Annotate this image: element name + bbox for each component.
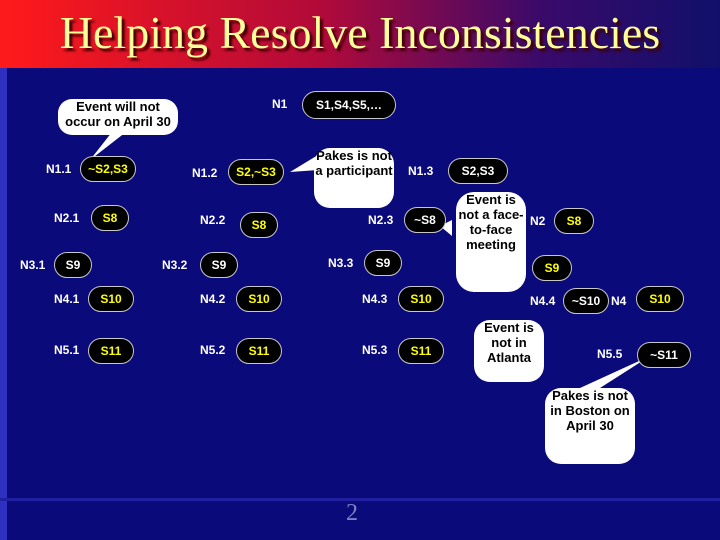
node-b4[interactable]: S10: [236, 286, 282, 312]
node-e4[interactable]: S10: [636, 286, 684, 312]
label-n2: N2: [530, 214, 546, 228]
node-b3[interactable]: S9: [200, 252, 238, 278]
label-n1-3: N1.3: [408, 164, 434, 178]
tail-pakes: [290, 155, 318, 172]
node-root[interactable]: S1,S4,S5,…: [302, 91, 396, 119]
label-n3-2: N3.2: [162, 258, 188, 272]
node-b1[interactable]: S2,~S3: [228, 159, 284, 185]
slide-title: Helping Resolve Inconsistencies: [59, 7, 661, 58]
callout-boston: Pakes is not in Boston on April 30: [545, 388, 635, 464]
label-n4-3: N4.3: [362, 292, 388, 306]
label-n1: N1: [272, 97, 288, 111]
label-n5-1: N5.1: [54, 343, 80, 357]
label-n4-2: N4.2: [200, 292, 226, 306]
label-n5-3: N5.3: [362, 343, 388, 357]
tail-april: [90, 132, 126, 160]
label-n1-2: N1.2: [192, 166, 218, 180]
bottom-divider: [0, 498, 720, 501]
callout-face-to-face: Event is not a face-to-face meeting: [456, 192, 526, 292]
label-n1-1: N1.1: [46, 162, 72, 176]
label-n2-2: N2.2: [200, 213, 226, 227]
label-n3-1: N3.1: [20, 258, 46, 272]
label-n5-5: N5.5: [597, 347, 623, 361]
node-b2[interactable]: S8: [240, 212, 278, 238]
node-c3[interactable]: S9: [364, 250, 402, 276]
node-a2[interactable]: S8: [91, 205, 129, 231]
node-d4[interactable]: ~S10: [563, 288, 609, 314]
callout-pakes-participant: Pakes is not a participant: [314, 148, 394, 208]
page-number: 2: [346, 500, 358, 526]
tail-face: [440, 220, 452, 236]
node-a4[interactable]: S10: [88, 286, 134, 312]
label-n4-4: N4.4: [530, 294, 556, 308]
node-a5[interactable]: S11: [88, 338, 134, 364]
left-accent-bar: [0, 68, 7, 540]
tail-boston: [580, 356, 650, 388]
label-n4-1: N4.1: [54, 292, 80, 306]
node-e5[interactable]: ~S11: [637, 342, 691, 368]
node-d3[interactable]: S9: [532, 255, 572, 281]
callout-atlanta: Event is not in Atlanta: [474, 320, 544, 382]
label-n5-2: N5.2: [200, 343, 226, 357]
node-a3[interactable]: S9: [54, 252, 92, 278]
label-n2-1: N2.1: [54, 211, 80, 225]
node-c2[interactable]: ~S8: [404, 207, 446, 233]
node-a1[interactable]: ~S2,S3: [80, 156, 136, 182]
callout-april: Event will not occur on April 30: [58, 99, 178, 135]
node-d2[interactable]: S8: [554, 208, 594, 234]
label-n3-3: N3.3: [328, 256, 354, 270]
node-c5[interactable]: S11: [398, 338, 444, 364]
node-c1[interactable]: S2,S3: [448, 158, 508, 184]
node-b5[interactable]: S11: [236, 338, 282, 364]
label-n2-3: N2.3: [368, 213, 394, 227]
title-bar: [0, 0, 720, 68]
label-n4: N4: [611, 294, 627, 308]
node-c4[interactable]: S10: [398, 286, 444, 312]
